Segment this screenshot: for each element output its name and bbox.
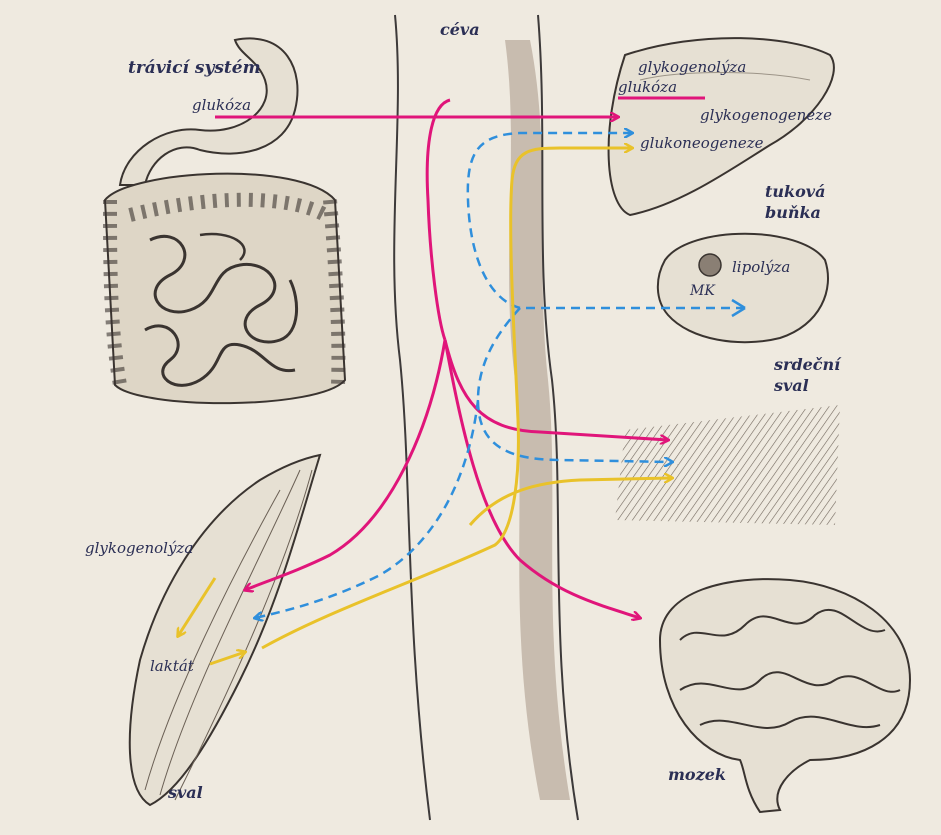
vessel-label: céva bbox=[440, 20, 480, 39]
liver-gluconeogenesis-label: glukoneogeneze bbox=[640, 134, 764, 152]
heart-muscle-label-line2: sval bbox=[773, 376, 809, 395]
lactate-label: laktát bbox=[150, 657, 195, 675]
digestive-system-label: trávicí systém bbox=[128, 58, 261, 78]
lipolysis-label: lipolýza bbox=[732, 258, 790, 276]
liver-glycogenogenesis-label: glykogenogeneze bbox=[700, 106, 832, 124]
muscle-label: sval bbox=[167, 783, 203, 802]
fat-cell-icon bbox=[658, 234, 828, 342]
fatty-acids-label: MK bbox=[689, 283, 716, 299]
liver-glycogenolysis-label: glykogenolýza bbox=[638, 58, 746, 76]
heart-muscle-label-line1: srdeční bbox=[773, 355, 842, 374]
glucose-source-label: glukóza bbox=[192, 96, 251, 114]
fat-cell-label-line2: buňka bbox=[765, 203, 821, 222]
muscle-glycogenolysis-label: glykogenolýza bbox=[85, 539, 193, 557]
fat-cell-label-line1: tuková bbox=[765, 182, 825, 201]
liver-glucose-label: glukóza bbox=[618, 78, 677, 96]
brain-label: mozek bbox=[668, 765, 726, 784]
